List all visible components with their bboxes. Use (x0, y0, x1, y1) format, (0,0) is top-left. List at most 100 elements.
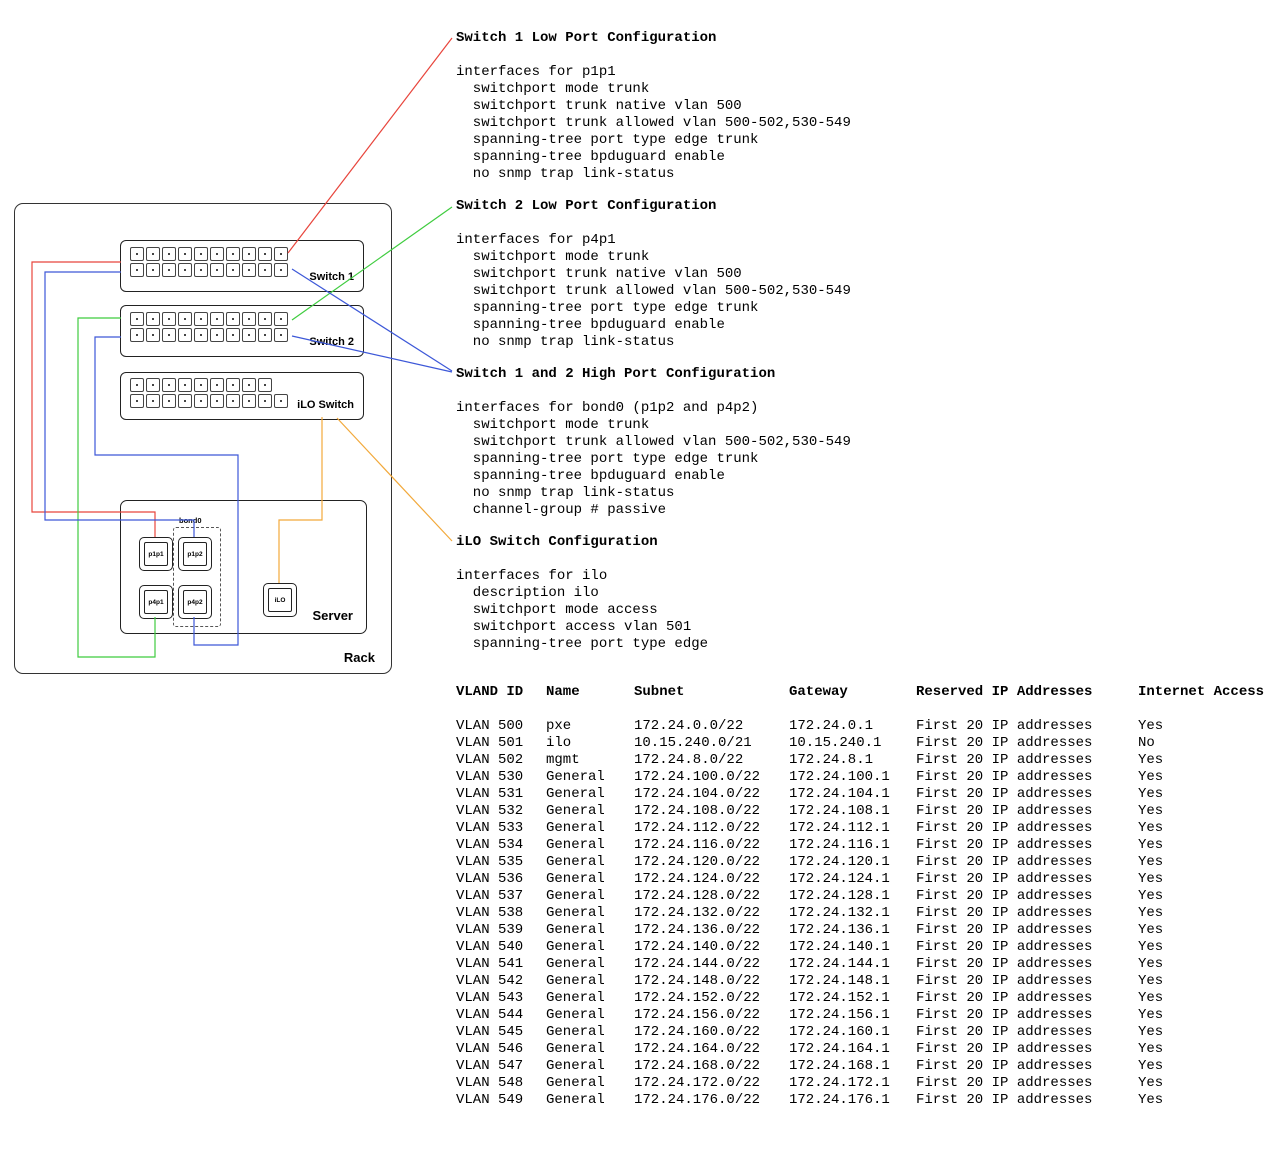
config-section-title: iLO Switch Configuration (456, 534, 658, 550)
config-section-title: Switch 1 and 2 High Port Configuration (456, 366, 776, 382)
vlan-cell: First 20 IP addresses (916, 1092, 1093, 1108)
vlan-cell: 172.24.8.0/22 (634, 752, 744, 768)
vlan-cell: 172.24.152.0/22 (634, 990, 761, 1006)
switch-2-port-row-top (130, 312, 288, 326)
config-line: switchport trunk allowed vlan 500-502,53… (456, 283, 851, 299)
vlan-cell: General (546, 1024, 605, 1040)
vlan-cell: ilo (546, 735, 572, 751)
switch-port (274, 263, 288, 277)
switch-port (194, 378, 208, 392)
switch-port (242, 312, 256, 326)
vlan-cell: 172.24.112.1 (789, 820, 890, 836)
switch-port (130, 328, 144, 342)
vlan-cell: VLAN 501 (456, 735, 524, 751)
vlan-cell: General (546, 786, 605, 802)
config-line: switchport trunk native vlan 500 (456, 266, 742, 282)
vlan-cell: 172.24.160.0/22 (634, 1024, 761, 1040)
switch-2-label: Switch 2 (309, 336, 354, 348)
bond0-label: bond0 (179, 516, 202, 525)
vlan-cell: General (546, 973, 605, 989)
config-line: interfaces for bond0 (p1p2 and p4p2) (456, 400, 759, 416)
config-line: spanning-tree port type edge trunk (456, 451, 759, 467)
vlan-cell: 172.24.140.0/22 (634, 939, 761, 955)
vlan-cell: Yes (1138, 854, 1164, 870)
vlan-cell: General (546, 837, 605, 853)
vlan-cell: Yes (1138, 939, 1164, 955)
config-line: switchport trunk allowed vlan 500-502,53… (456, 115, 851, 131)
vlan-cell: VLAN 534 (456, 837, 524, 853)
config-line: spanning-tree port type edge (456, 636, 709, 652)
config-line: interfaces for p1p1 (456, 64, 616, 80)
ilo-switch-box: iLO Switch (120, 372, 364, 420)
switch-port (194, 247, 208, 261)
vlan-cell: Yes (1138, 871, 1164, 887)
switch-port (274, 394, 288, 408)
vlan-cell: 172.24.156.1 (789, 1007, 890, 1023)
vlan-cell: 172.24.116.1 (789, 837, 890, 853)
config-line: switchport trunk native vlan 500 (456, 98, 742, 114)
switch-port (210, 394, 224, 408)
vlan-cell: First 20 IP addresses (916, 939, 1093, 955)
config-line: no snmp trap link-status (456, 166, 675, 182)
vlan-cell: General (546, 905, 605, 921)
vlan-cell: First 20 IP addresses (916, 735, 1093, 751)
config-section: Switch 1 and 2 High Port Configuration in… (456, 366, 851, 519)
vlan-cell: VLAN 539 (456, 922, 524, 938)
switch-port (242, 263, 256, 277)
vlan-cell: 172.24.176.0/22 (634, 1092, 761, 1108)
vlan-cell: mgmt (546, 752, 580, 768)
switch-port (146, 394, 160, 408)
vlan-cell: 172.24.0.0/22 (634, 718, 744, 734)
config-line: interfaces for ilo (456, 568, 608, 584)
vlan-cell: VLAN 536 (456, 871, 524, 887)
vlan-cell: Yes (1138, 786, 1164, 802)
vlan-cell: 172.24.156.0/22 (634, 1007, 761, 1023)
config-line: switchport mode trunk (456, 417, 650, 433)
switch-port (178, 263, 192, 277)
vlan-cell: 172.24.144.0/22 (634, 956, 761, 972)
vlan-cell: Yes (1138, 1007, 1164, 1023)
vlan-cell: 172.24.116.0/22 (634, 837, 761, 853)
vlan-cell: VLAN 537 (456, 888, 524, 904)
switch-port (242, 378, 256, 392)
vlan-cell: First 20 IP addresses (916, 718, 1093, 734)
vlan-cell: 10.15.240.0/21 (634, 735, 752, 751)
switch-port (162, 378, 176, 392)
vlan-cell: General (546, 1092, 605, 1108)
switch-port (178, 378, 192, 392)
vlan-cell: 172.24.144.1 (789, 956, 890, 972)
vlan-cell: VLAN 542 (456, 973, 524, 989)
vlan-cell: 172.24.120.1 (789, 854, 890, 870)
nic-p1p2-label: p1p2 (183, 542, 207, 566)
vlan-cell: Yes (1138, 718, 1164, 734)
vlan-cell: General (546, 1075, 605, 1091)
config-line: spanning-tree port type edge trunk (456, 132, 759, 148)
vlan-cell: First 20 IP addresses (916, 905, 1093, 921)
vlan-cell: Yes (1138, 1024, 1164, 1040)
vlan-cell: General (546, 888, 605, 904)
switch-port (130, 312, 144, 326)
server-label: Server (312, 608, 353, 623)
config-section: iLO Switch Configuration interfaces for i… (456, 534, 851, 653)
vlan-cell: 172.24.128.1 (789, 888, 890, 904)
switch-port (258, 394, 272, 408)
vlan-cell: VLAN 546 (456, 1041, 524, 1057)
vlan-cell: General (546, 1058, 605, 1074)
vlan-cell: 172.24.100.1 (789, 769, 890, 785)
vlan-cell: Yes (1138, 1075, 1164, 1091)
vlan-cell: General (546, 871, 605, 887)
switch-port (178, 394, 192, 408)
vlan-cell: 172.24.168.1 (789, 1058, 890, 1074)
switch-port (258, 247, 272, 261)
vlan-cell: General (546, 1041, 605, 1057)
switch-port (258, 312, 272, 326)
vlan-cell: VLAN 500 (456, 718, 524, 734)
